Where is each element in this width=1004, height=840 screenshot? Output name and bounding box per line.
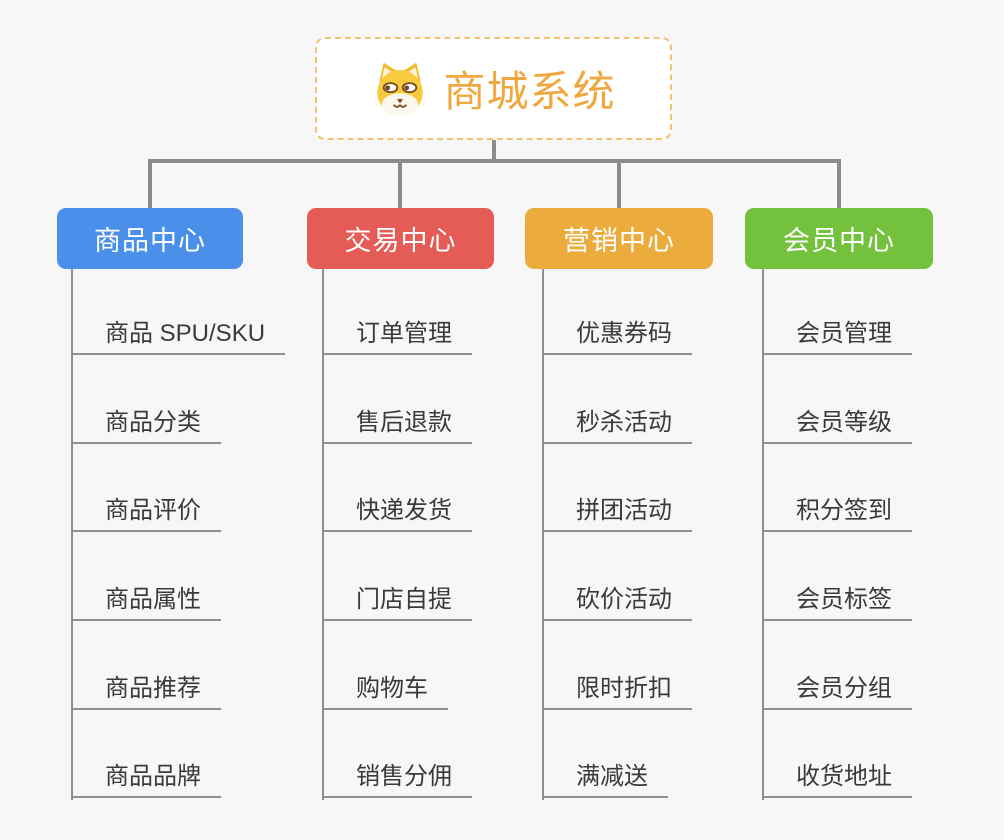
connector-spine xyxy=(322,269,324,800)
connector-drop-member xyxy=(837,159,841,208)
leaf-node[interactable]: 售后退款 xyxy=(322,401,472,444)
leaf-node[interactable]: 商品评价 xyxy=(71,489,221,532)
leaf-node[interactable]: 会员管理 xyxy=(762,312,912,355)
connector-spine xyxy=(542,269,544,800)
leaf-node[interactable]: 砍价活动 xyxy=(542,578,692,621)
leaf-node[interactable]: 会员分组 xyxy=(762,667,912,710)
dog-face-icon xyxy=(377,62,424,116)
branch-node-marketing-center[interactable]: 营销中心 xyxy=(525,208,713,269)
leaf-node[interactable]: 会员等级 xyxy=(762,401,912,444)
branch-children-product-center: 商品 SPU/SKU 商品分类 商品评价 商品属性 商品推荐 商品品牌 xyxy=(71,269,321,800)
branch-node-product-center[interactable]: 商品中心 xyxy=(57,208,243,269)
leaf-node[interactable]: 订单管理 xyxy=(322,312,472,355)
leaf-node[interactable]: 满减送 xyxy=(542,755,668,798)
leaf-node[interactable]: 商品属性 xyxy=(71,578,221,621)
root-node-title: 商城系统 xyxy=(443,68,616,115)
connector-bus xyxy=(148,159,841,163)
leaf-node[interactable]: 门店自提 xyxy=(322,578,472,621)
connector-spine xyxy=(71,269,73,800)
leaf-node[interactable]: 积分签到 xyxy=(762,489,912,532)
leaf-node[interactable]: 秒杀活动 xyxy=(542,401,692,444)
branch-children-marketing-center: 优惠券码 秒杀活动 拼团活动 砍价活动 限时折扣 满减送 xyxy=(542,269,792,800)
leaf-node[interactable]: 拼团活动 xyxy=(542,489,692,532)
leaf-node[interactable]: 会员标签 xyxy=(762,578,912,621)
leaf-node[interactable]: 商品品牌 xyxy=(71,755,221,798)
connector-drop-trade xyxy=(398,159,402,208)
branch-children-member-center: 会员管理 会员等级 积分签到 会员标签 会员分组 收货地址 xyxy=(762,269,1004,800)
leaf-node[interactable]: 限时折扣 xyxy=(542,667,692,710)
leaf-node[interactable]: 收货地址 xyxy=(762,755,912,798)
leaf-node[interactable]: 优惠券码 xyxy=(542,312,692,355)
connector-root-stub xyxy=(492,139,496,163)
connector-drop-product xyxy=(148,159,152,208)
leaf-node[interactable]: 商品 SPU/SKU xyxy=(71,312,286,355)
leaf-node[interactable]: 购物车 xyxy=(322,667,448,710)
branch-children-trade-center: 订单管理 售后退款 快递发货 门店自提 购物车 销售分佣 xyxy=(322,269,572,800)
branch-node-member-center[interactable]: 会员中心 xyxy=(745,208,933,269)
leaf-node[interactable]: 商品分类 xyxy=(71,401,221,444)
connector-drop-marketing xyxy=(617,159,621,208)
leaf-node[interactable]: 销售分佣 xyxy=(322,755,472,798)
leaf-node[interactable]: 商品推荐 xyxy=(71,667,221,710)
root-node[interactable]: 商城系统 xyxy=(315,37,672,140)
branch-node-trade-center[interactable]: 交易中心 xyxy=(307,208,494,269)
connector-spine xyxy=(762,269,764,800)
leaf-node[interactable]: 快递发货 xyxy=(322,489,472,532)
